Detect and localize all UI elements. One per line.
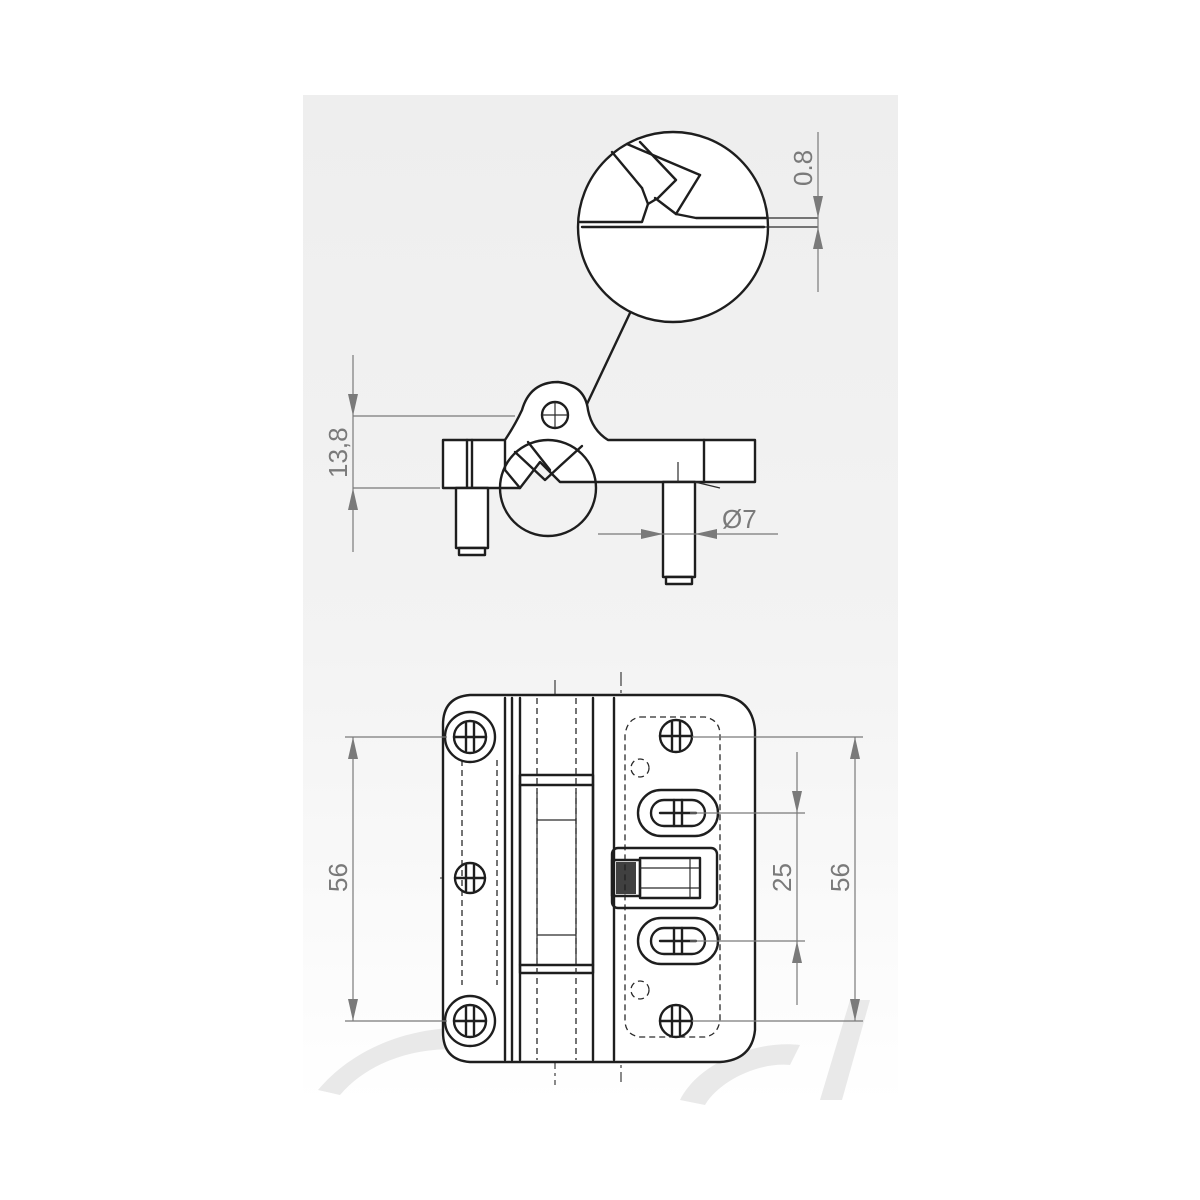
dimension-hole-spacing-right: 56: [692, 736, 863, 1022]
dimension-pin-diameter: Ø7: [598, 504, 778, 539]
dimension-slot-spacing: 25: [690, 752, 805, 1005]
dimension-label-hinge-height: 13,8: [323, 427, 353, 478]
dimension-label-hole-spacing-left: 56: [323, 863, 353, 892]
dimension-hole-spacing-left: 56: [323, 736, 447, 1022]
adjustment-slot: [636, 788, 720, 838]
detail-view: [568, 130, 818, 442]
dimension-label-pin-diameter: Ø7: [722, 504, 757, 534]
detent-block: [610, 846, 719, 910]
dimension-groove-depth: 0.8: [788, 132, 823, 292]
dimension-label-slot-spacing: 25: [767, 863, 797, 892]
screw-hole: [658, 718, 694, 754]
dimension-hinge-height: 13,8: [323, 355, 515, 552]
dimension-label-groove-depth: 0.8: [788, 150, 818, 186]
side-view: [441, 380, 757, 586]
dimension-label-hole-spacing-right: 56: [825, 863, 855, 892]
screw-hole: [443, 994, 497, 1048]
front-view: [440, 672, 757, 1085]
screw-hole: [453, 861, 487, 895]
